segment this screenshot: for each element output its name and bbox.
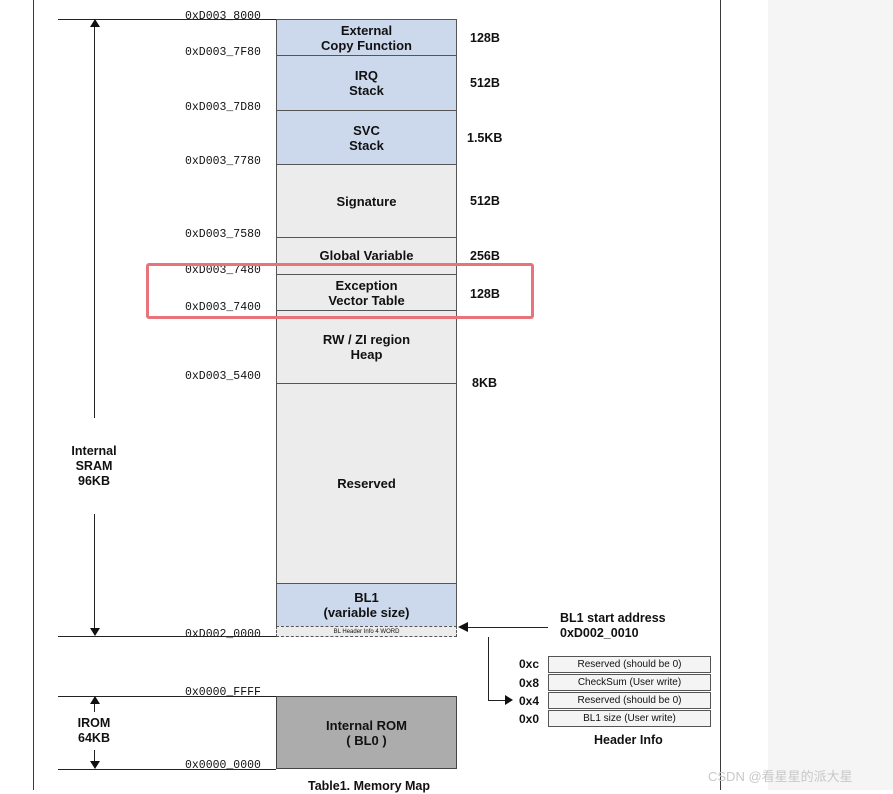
arrow-left-icon <box>458 622 468 632</box>
header-info-title: Header Info <box>594 733 663 747</box>
address-label: 0xD003_5400 <box>185 370 261 383</box>
address-label: 0xD003_7580 <box>185 228 261 241</box>
watermark: CSDN @看星星的派大星 <box>708 769 853 784</box>
header-row: Reserved (should be 0) <box>548 692 711 709</box>
highlight-box <box>146 263 534 319</box>
size-label: 8KB <box>472 376 498 390</box>
block-reserved: Reserved <box>276 383 457 584</box>
page-border-left <box>33 0 34 790</box>
address-label: 0xD003_7D80 <box>185 101 261 114</box>
address-label: 0xD003_7780 <box>185 155 261 168</box>
header-row: CheckSum (User write) <box>548 674 711 691</box>
block-external-copy-function: External Copy Function <box>276 19 457 56</box>
arrow-down-icon <box>90 628 100 636</box>
address-label: 0x0000_FFFF <box>185 686 261 699</box>
header-connector-vertical <box>488 637 489 700</box>
header-connector-horizontal <box>488 700 506 701</box>
header-offset: 0x8 <box>519 676 540 690</box>
sram-bottom-tick <box>58 636 276 637</box>
bl1-start-arrow-line <box>466 627 548 628</box>
block-global-variable: Global Variable <box>276 237 457 275</box>
size-label: 1.5KB <box>467 131 503 145</box>
header-row: BL1 size (User write) <box>548 710 711 727</box>
block-internal-rom: Internal ROM ( BL0 ) <box>276 696 457 769</box>
block-bl1-header: BL Header Info 4 WORD <box>276 626 457 637</box>
header-offset: 0x4 <box>519 694 540 708</box>
irom-dimension-line-bottom <box>94 750 95 764</box>
irom-dimension-line-top <box>94 700 95 712</box>
block-irq-stack: IRQ Stack <box>276 55 457 111</box>
arrow-down-icon <box>90 761 100 769</box>
size-label: 128B <box>470 287 500 301</box>
address-label: 0xD003_7400 <box>185 301 261 314</box>
size-label: 256B <box>470 249 500 263</box>
size-label: 512B <box>470 76 500 90</box>
sram-top-tick <box>58 19 276 20</box>
arrow-right-icon <box>505 695 513 705</box>
viewer-side-panel <box>768 0 893 790</box>
block-signature: Signature <box>276 164 457 238</box>
page-border-right <box>720 0 721 790</box>
sram-dimension-line-bottom <box>94 514 95 630</box>
irom-label: IROM 64KB <box>77 716 111 745</box>
address-label: 0xD002_0000 <box>185 628 261 641</box>
figure-caption: Table1. Memory Map <box>308 779 431 793</box>
header-offset: 0xc <box>519 657 540 671</box>
header-offset: 0x0 <box>519 712 540 726</box>
sram-dimension-line-top <box>94 24 95 418</box>
address-label: 0xD003_8000 <box>185 10 261 23</box>
bl1-start-address: BL1 start address 0xD002_0010 <box>560 611 666 640</box>
block-bl1: BL1 (variable size) <box>276 583 457 627</box>
irom-top-tick <box>58 696 276 697</box>
block-exception-vector-table: Exception Vector Table <box>276 274 457 311</box>
address-label: 0xD003_7F80 <box>185 46 261 59</box>
sram-label: Internal SRAM 96KB <box>71 444 117 488</box>
address-label: 0xD003_7480 <box>185 264 261 277</box>
block-svc-stack: SVC Stack <box>276 110 457 165</box>
size-label: 128B <box>470 31 500 45</box>
block-rw-zi-heap: RW / ZI region Heap <box>276 310 457 384</box>
arrow-up-icon <box>90 696 100 704</box>
address-label: 0x0000_0000 <box>185 759 261 772</box>
header-row: Reserved (should be 0) <box>548 656 711 673</box>
size-label: 512B <box>470 194 500 208</box>
arrow-up-icon <box>90 19 100 27</box>
irom-bottom-tick <box>58 769 276 770</box>
